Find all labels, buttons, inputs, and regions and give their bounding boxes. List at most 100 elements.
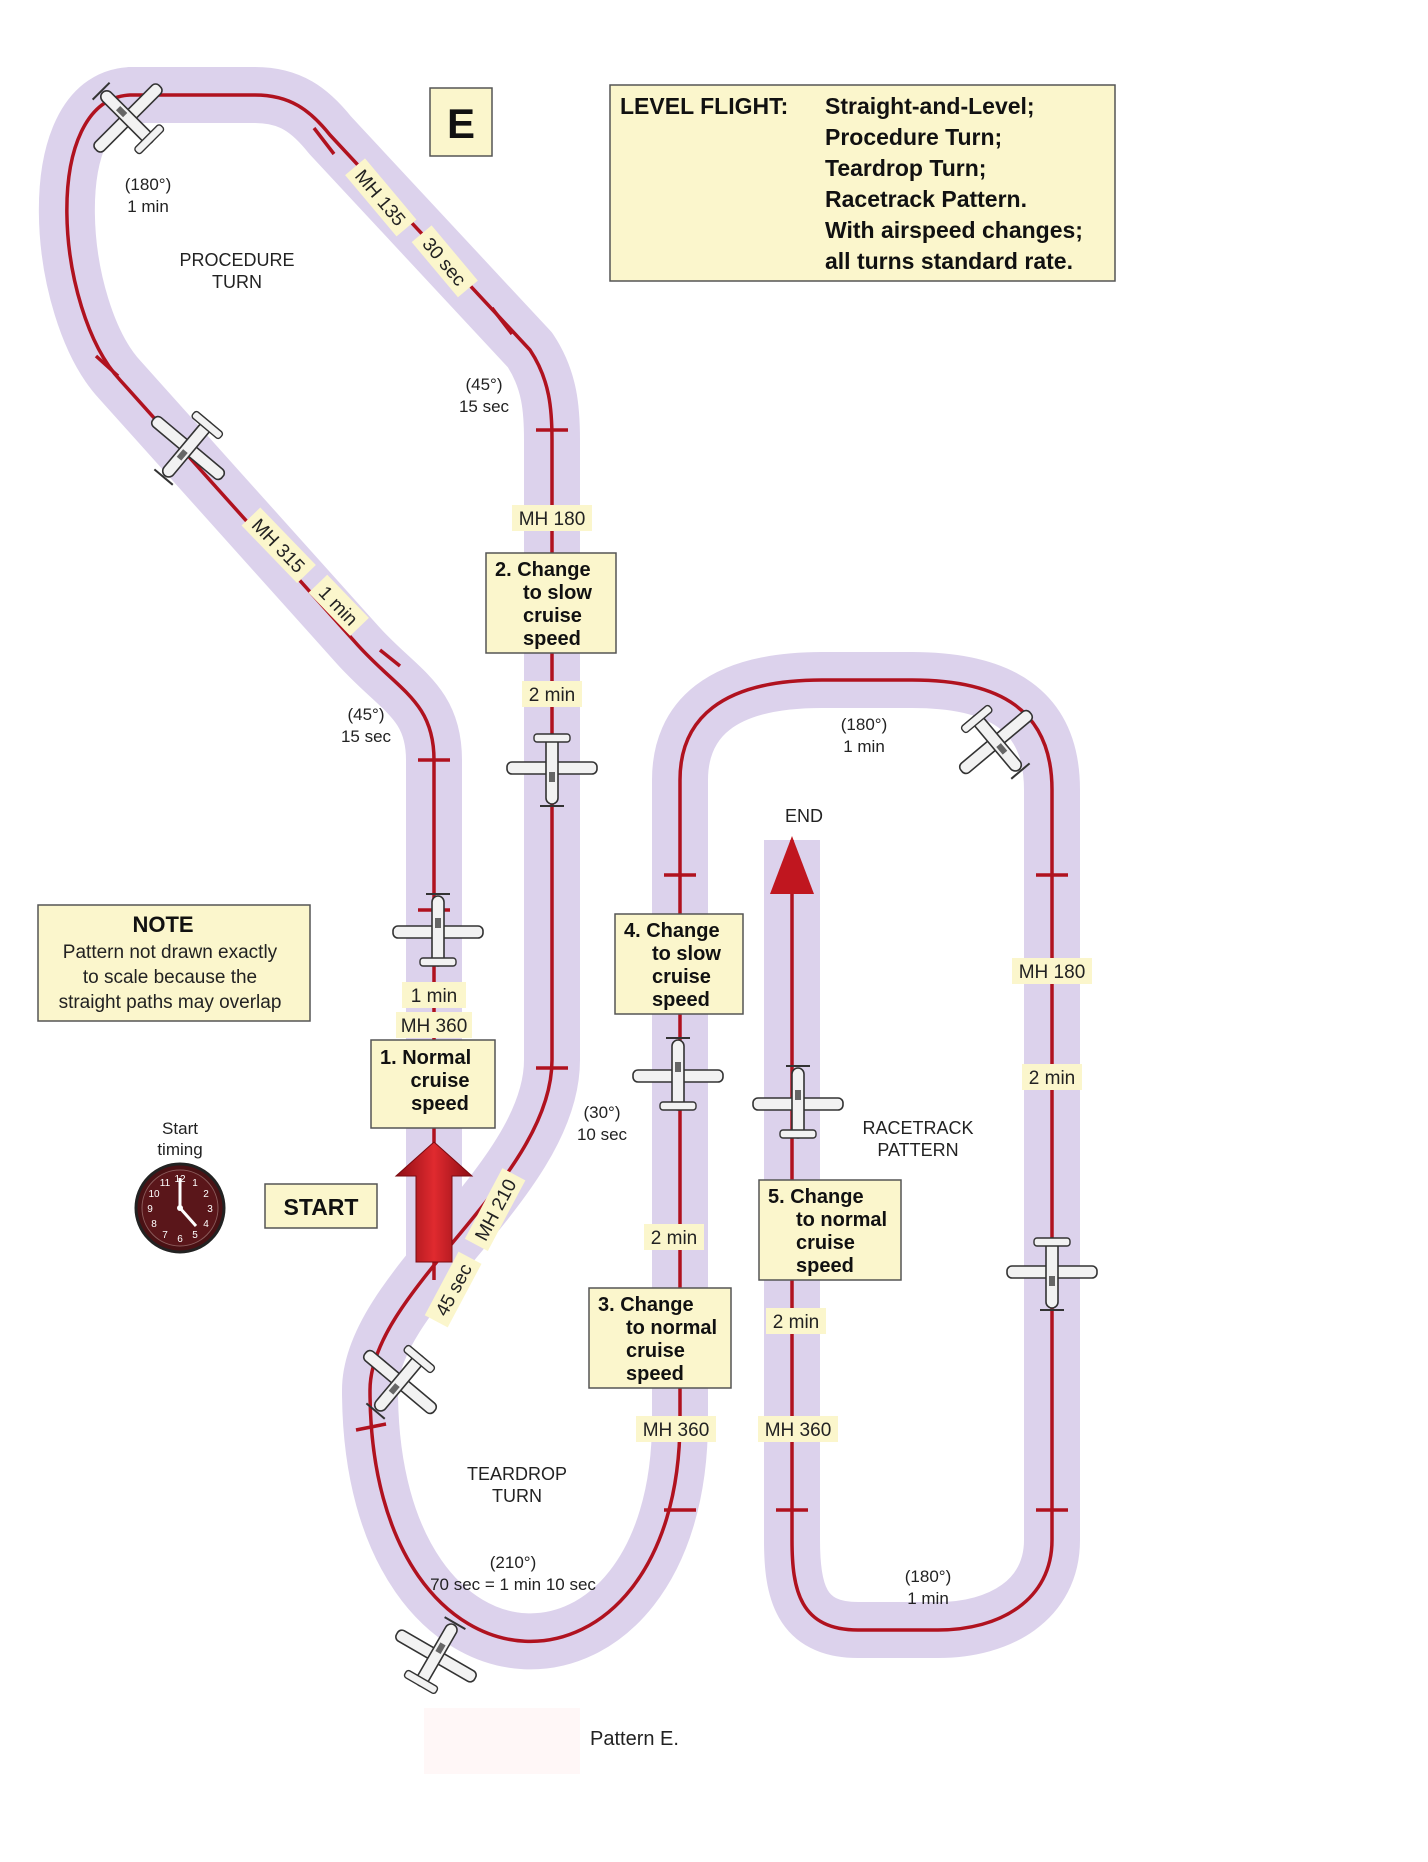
svg-text:to slow: to slow xyxy=(652,943,721,965)
note-line: Pattern not drawn exactly xyxy=(63,942,278,963)
clock-numeral: 5 xyxy=(192,1230,198,1241)
start-timing: Start timing 121234567891011 xyxy=(134,1119,226,1254)
flight-path-band xyxy=(38,67,1080,1670)
svg-text:4. Change: 4. Change xyxy=(624,920,720,942)
start-arrow xyxy=(394,1141,474,1263)
pattern-letter-box: E xyxy=(429,87,493,157)
svg-text:speed: speed xyxy=(652,989,710,1011)
clock-numeral: 1 xyxy=(192,1178,198,1189)
racetrack-title: PATTERN xyxy=(877,1140,958,1160)
leg-label-mh360-a: MH 360 xyxy=(396,1012,472,1038)
clock-numeral: 10 xyxy=(148,1189,160,1200)
svg-text:speed: speed xyxy=(626,1363,684,1385)
header-line: Teardrop Turn; xyxy=(825,155,986,181)
leg-label-mh360-c: MH 360 xyxy=(758,1416,838,1442)
step-box-4: 4. Change to slow cruise speed xyxy=(614,913,744,1015)
turn-label: (45°) xyxy=(347,705,384,724)
step-box-1: 1. Normal cruise speed xyxy=(370,1039,496,1129)
clock-numeral: 7 xyxy=(162,1230,168,1241)
turn-label: 70 sec = 1 min 10 sec xyxy=(430,1575,596,1594)
header-line: Procedure Turn; xyxy=(825,124,1002,150)
leg-label-mh180-b: MH 180 xyxy=(1012,958,1092,984)
step-box-3: 3. Change to normal cruise speed xyxy=(588,1287,732,1389)
procedure-turn-title: PROCEDURE xyxy=(179,250,294,270)
turn-label: 15 sec xyxy=(341,727,392,746)
turn-label: (180°) xyxy=(905,1567,951,1586)
leg-label-2min-b: 2 min xyxy=(644,1224,704,1250)
svg-text:to normal: to normal xyxy=(626,1317,717,1339)
level-flight-box: LEVEL FLIGHT: Straight-and-Level; Proced… xyxy=(609,84,1116,282)
leg-label-2min-a: 2 min xyxy=(522,681,582,707)
figure-caption: Pattern E. xyxy=(590,1728,679,1750)
start-label: START xyxy=(284,1194,359,1220)
clock-icon: 121234567891011 xyxy=(134,1162,226,1254)
racetrack-title: RACETRACK xyxy=(862,1118,973,1138)
svg-text:speed: speed xyxy=(411,1093,469,1115)
airplane-icon xyxy=(1006,1237,1098,1311)
svg-text:to slow: to slow xyxy=(523,582,592,604)
clock-numeral: 11 xyxy=(160,1178,171,1189)
svg-text:5. Change: 5. Change xyxy=(768,1186,864,1208)
teardrop-turn-title: TEARDROP xyxy=(467,1464,567,1484)
caption-marker xyxy=(424,1708,580,1774)
start-timing-text: Start xyxy=(162,1119,198,1138)
svg-text:2 min: 2 min xyxy=(651,1228,697,1249)
svg-text:MH 360: MH 360 xyxy=(401,1016,468,1037)
teardrop-turn-title: TURN xyxy=(492,1486,542,1506)
end-label: END xyxy=(785,806,823,826)
clock-numerals: 121234567891011 xyxy=(147,1174,213,1245)
svg-text:2 min: 2 min xyxy=(1029,1068,1075,1089)
svg-text:3. Change: 3. Change xyxy=(598,1294,694,1316)
header-title: LEVEL FLIGHT: xyxy=(620,93,788,119)
clock-numeral: 9 xyxy=(147,1204,153,1215)
note-line: straight paths may overlap xyxy=(59,992,282,1013)
svg-text:cruise: cruise xyxy=(652,966,711,988)
svg-text:MH 360: MH 360 xyxy=(765,1420,832,1441)
svg-text:cruise: cruise xyxy=(411,1070,470,1092)
header-line: all turns standard rate. xyxy=(825,248,1073,274)
svg-text:MH 180: MH 180 xyxy=(519,509,586,530)
note-box: NOTE Pattern not drawn exactly to scale … xyxy=(37,904,311,1022)
step-box-5: 5. Change to normal cruise speed xyxy=(758,1179,902,1281)
start-timing-text: timing xyxy=(157,1140,202,1159)
header-line: With airspeed changes; xyxy=(825,217,1083,243)
segment-ticks xyxy=(94,126,1068,1512)
turn-label: (210°) xyxy=(490,1553,536,1572)
note-line: to scale because the xyxy=(83,967,257,988)
header-line: Racetrack Pattern. xyxy=(825,186,1027,212)
svg-text:to normal: to normal xyxy=(796,1209,887,1231)
leg-label-mh360-b: MH 360 xyxy=(636,1416,716,1442)
turn-label: 1 min xyxy=(843,737,885,756)
clock-numeral: 8 xyxy=(151,1219,157,1230)
flight-path-line xyxy=(65,93,1054,1644)
clock-numeral: 6 xyxy=(177,1234,183,1245)
leg-label-mh180-a: MH 180 xyxy=(512,505,592,531)
start-box: START xyxy=(264,1183,378,1229)
clock-numeral: 2 xyxy=(203,1189,209,1200)
airplane-icon xyxy=(632,1037,724,1111)
svg-text:cruise: cruise xyxy=(523,605,582,627)
procedure-turn-title: TURN xyxy=(212,272,262,292)
svg-text:cruise: cruise xyxy=(796,1232,855,1254)
turn-label: 15 sec xyxy=(459,397,510,416)
note-title: NOTE xyxy=(132,912,193,937)
turn-label: (45°) xyxy=(465,375,502,394)
svg-text:2 min: 2 min xyxy=(773,1312,819,1333)
leg-label-2min-d: 2 min xyxy=(1022,1064,1082,1090)
clock-numeral: 3 xyxy=(207,1204,213,1215)
turn-label: (180°) xyxy=(841,715,887,734)
turn-label: 1 min xyxy=(127,197,169,216)
airplane-icon xyxy=(506,733,598,807)
svg-text:MH 180: MH 180 xyxy=(1019,962,1086,983)
header-line: Straight-and-Level; xyxy=(825,93,1035,119)
turn-label: 10 sec xyxy=(577,1125,628,1144)
svg-text:cruise: cruise xyxy=(626,1340,685,1362)
clock-numeral: 4 xyxy=(203,1219,209,1230)
svg-text:MH 360: MH 360 xyxy=(643,1420,710,1441)
pattern-letter: E xyxy=(447,100,475,147)
step-box-2: 2. Change to slow cruise speed xyxy=(485,552,617,654)
svg-text:1. Normal: 1. Normal xyxy=(380,1047,471,1069)
leg-label-1min-a: 1 min xyxy=(402,982,466,1008)
turn-label: (180°) xyxy=(125,175,171,194)
